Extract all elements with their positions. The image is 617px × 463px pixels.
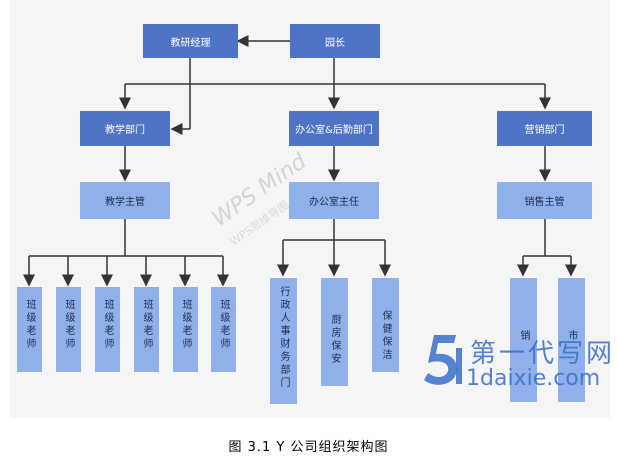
teaching-manager-label: 教研经理 bbox=[170, 37, 211, 49]
sales-staff-box-2: 市 bbox=[558, 278, 585, 402]
teacher-box-2: 班级老师 bbox=[56, 287, 81, 372]
teacher-box-1: 班级老师 bbox=[17, 287, 42, 372]
teacher-label: 班级老师 bbox=[218, 299, 229, 351]
supervisor-teaching-label: 教学主管 bbox=[105, 197, 145, 208]
site-watermark-url: 1daixie.com bbox=[466, 366, 601, 391]
supervisor-sales-box: 销售主管 bbox=[497, 182, 592, 219]
teaching-manager-box: 教研经理 bbox=[143, 24, 238, 58]
supervisor-sales-label: 销售主管 bbox=[524, 197, 565, 208]
principal-label: 园长 bbox=[325, 37, 345, 49]
dept-office-label: 办公室&后勤部门 bbox=[295, 125, 373, 136]
office-staff-label: 厨房保安 bbox=[329, 314, 340, 366]
office-staff-box-health: 保健保洁 bbox=[372, 278, 399, 372]
sales-staff-label: 销 bbox=[518, 330, 529, 343]
site-watermark-cn: 第一代写网 bbox=[470, 339, 616, 369]
teacher-label: 班级老师 bbox=[24, 299, 35, 351]
dept-teaching-box: 教学部门 bbox=[80, 111, 170, 146]
teacher-label: 班级老师 bbox=[63, 299, 74, 351]
figure-caption: 图 3.1 Y 公司组织架构图 bbox=[228, 440, 389, 455]
supervisor-teaching-box: 教学主管 bbox=[80, 182, 170, 219]
teacher-box-4: 班级老师 bbox=[134, 287, 159, 372]
teacher-box-3: 班级老师 bbox=[95, 287, 120, 372]
teacher-label: 班级老师 bbox=[102, 299, 113, 351]
dept-sales-box: 营销部门 bbox=[497, 111, 592, 146]
teacher-label: 班级老师 bbox=[180, 299, 191, 351]
office-staff-box-kitchen: 厨房保安 bbox=[321, 278, 348, 386]
dept-sales-label: 营销部门 bbox=[524, 125, 565, 136]
sales-staff-box-1: 销 bbox=[510, 278, 537, 402]
supervisor-office-label: 办公室主任 bbox=[309, 197, 359, 208]
teacher-box-6: 班级老师 bbox=[211, 287, 236, 372]
dept-teaching-label: 教学部门 bbox=[105, 125, 145, 136]
sales-staff-label: 市 bbox=[566, 330, 577, 343]
office-staff-label: 保健保洁 bbox=[380, 310, 391, 362]
site-logo-icon bbox=[416, 330, 466, 394]
teacher-label: 班级老师 bbox=[141, 299, 152, 351]
office-staff-box-admin: 行政人事财务部门 bbox=[270, 278, 297, 404]
teacher-box-5: 班级老师 bbox=[173, 287, 198, 372]
dept-office-box: 办公室&后勤部门 bbox=[289, 111, 379, 146]
supervisor-office-box: 办公室主任 bbox=[289, 182, 379, 219]
office-staff-label: 行政人事财务部门 bbox=[278, 286, 289, 390]
principal-box: 园长 bbox=[290, 24, 380, 58]
